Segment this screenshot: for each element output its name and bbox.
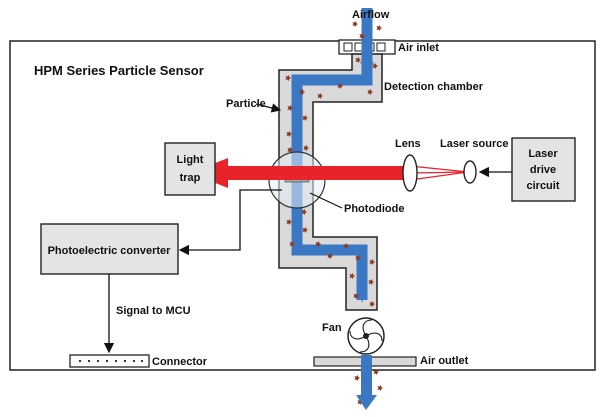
- inlet-arrowhead: [360, 62, 374, 75]
- detection-chamber-label: Detection chamber: [384, 81, 484, 93]
- particle-dot: [357, 399, 364, 405]
- particle-dot: [349, 273, 356, 279]
- particle-dot: [302, 115, 309, 121]
- fan-label: Fan: [322, 322, 342, 334]
- laser-rays: [409, 165, 469, 181]
- laser-drive-label-3: circuit: [526, 180, 559, 192]
- particle-dot: [286, 131, 293, 137]
- connector-label: Connector: [152, 356, 208, 368]
- air-outlet-label: Air outlet: [420, 355, 469, 367]
- particle-label: Particle: [226, 98, 266, 110]
- particle-dots: [285, 21, 384, 405]
- air-inlet-label: Air inlet: [398, 42, 439, 54]
- fan-icon: [347, 317, 385, 355]
- light-trap-label-1: Light: [177, 154, 204, 166]
- light-trap-label-2: trap: [180, 172, 201, 184]
- particle-dot: [369, 301, 376, 307]
- photoelectric-converter-label: Photoelectric converter: [48, 245, 172, 257]
- particle-dot: [369, 259, 376, 265]
- particle-dot: [299, 89, 306, 95]
- particle-dot: [377, 385, 384, 391]
- airflow-arrowhead: [359, 292, 365, 303]
- particle-dot: [327, 253, 334, 259]
- particle-dot: [355, 255, 362, 261]
- laser-beam: [226, 166, 406, 180]
- connector-pins: [78, 359, 144, 363]
- particle-dot: [353, 293, 360, 299]
- particle-dot: [376, 25, 383, 31]
- particle-dot: [302, 227, 309, 233]
- particle-dot: [287, 105, 294, 111]
- particle-dot: [285, 75, 292, 81]
- lens-label: Lens: [395, 138, 421, 150]
- particle-dot: [303, 145, 310, 151]
- photodiode-to-converter-arrow: [178, 189, 282, 256]
- photodiode-label: Photodiode: [344, 203, 405, 215]
- particle-dot: [367, 89, 374, 95]
- particle-dot: [368, 279, 375, 285]
- particle-dot: [372, 63, 379, 69]
- light-trap-box: [164, 142, 216, 196]
- particle-dot: [355, 57, 362, 63]
- exhaust-arrowhead: [356, 395, 377, 410]
- particle-dot: [287, 147, 294, 153]
- laser-drive-label-2: drive: [530, 164, 556, 176]
- particle-dot: [343, 243, 350, 249]
- particle-dot: [289, 241, 296, 247]
- photodiode-pointer: [309, 192, 343, 209]
- signal-to-mcu-label: Signal to MCU: [116, 305, 191, 317]
- airflow-label: Airflow: [352, 9, 390, 21]
- exhaust-airflow: [361, 355, 372, 397]
- laser-drive-box: [511, 137, 576, 202]
- particle-dot: [301, 209, 308, 215]
- laser-drive-label-1: Laser: [528, 148, 558, 160]
- particle-dot: [286, 219, 293, 225]
- particle-dot: [317, 93, 324, 99]
- laser-source-label: Laser source: [440, 138, 508, 150]
- particle-dot: [337, 83, 344, 89]
- laser-source: [463, 160, 477, 184]
- connector: [69, 354, 150, 368]
- particle-pointer: [255, 103, 282, 113]
- particle-dot: [315, 241, 322, 247]
- lens: [402, 154, 418, 192]
- particle-dot: [359, 33, 366, 39]
- particle-dot: [373, 369, 380, 375]
- particle-dot: [354, 375, 361, 381]
- particle-dot: [352, 21, 359, 27]
- diagram-title: HPM Series Particle Sensor: [34, 63, 204, 78]
